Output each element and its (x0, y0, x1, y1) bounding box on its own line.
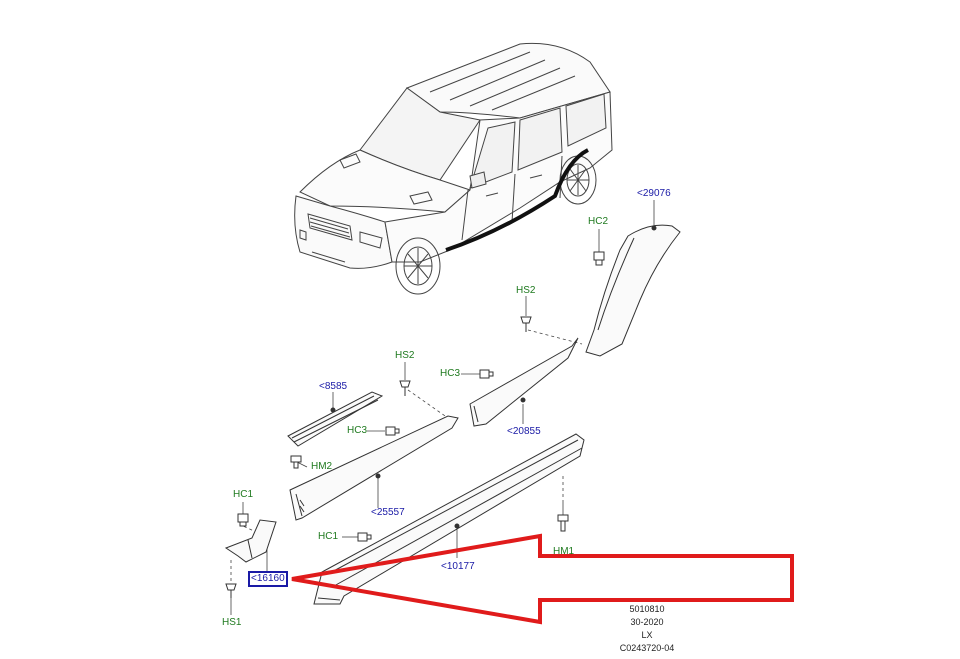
code-hs2-mid: HS2 (395, 350, 415, 361)
clip-hc1-left-icon (237, 513, 249, 527)
clip-hc3-lower-icon (385, 426, 400, 436)
code-hc3-lower: HC3 (347, 425, 368, 436)
code-hc2: HC2 (588, 216, 609, 227)
code-hc1-mid: HC1 (318, 531, 339, 542)
screw-hs2-upper-icon (520, 316, 532, 332)
highlight-arrow (291, 533, 794, 625)
diagram-footer: 5010810 30-2020 LX C0243720-04 (617, 603, 677, 655)
rivet-hm2-icon (290, 455, 302, 469)
code-hs2-upper: HS2 (516, 285, 536, 296)
clip-hc3-upper-icon (479, 369, 494, 379)
part-ref-20855[interactable]: <20855 (507, 426, 541, 437)
fastener-icons (225, 251, 605, 598)
part-ref-25557[interactable]: <25557 (371, 507, 405, 518)
part-wheel-arch-moulding (585, 224, 681, 357)
part-ref-8585[interactable]: <8585 (319, 381, 348, 392)
part-upper-sill-strip (287, 391, 384, 447)
part-front-end-cap (224, 519, 277, 563)
part-ref-16160-selected[interactable]: <16160 (248, 571, 288, 587)
part-ref-10177[interactable]: <10177 (441, 561, 475, 572)
footer-line-2: 30-2020 (630, 617, 664, 627)
code-hc3-upper: HC3 (440, 368, 461, 379)
code-hm2: HM2 (311, 461, 333, 472)
vehicle-illustration (294, 42, 613, 295)
rivet-hm1-icon (557, 514, 569, 532)
clip-hc1-mid-icon (357, 532, 372, 542)
screw-hs2-mid-icon (399, 380, 411, 396)
code-hm1: HM1 (553, 546, 575, 557)
footer-line-1: 5010810 (629, 604, 665, 614)
part-rear-sill-extension (469, 337, 579, 427)
footer-line-4: C0243720-04 (619, 643, 675, 653)
footer-line-3: LX (641, 630, 653, 640)
code-hs1: HS1 (222, 617, 242, 628)
part-sill-trim-panel (289, 415, 459, 521)
leader-lines (230, 200, 655, 615)
screw-hs1-icon (225, 583, 237, 598)
clip-hc2-icon (593, 251, 605, 266)
part-ref-29076[interactable]: <29076 (637, 188, 671, 199)
code-hc1-left: HC1 (233, 489, 254, 500)
